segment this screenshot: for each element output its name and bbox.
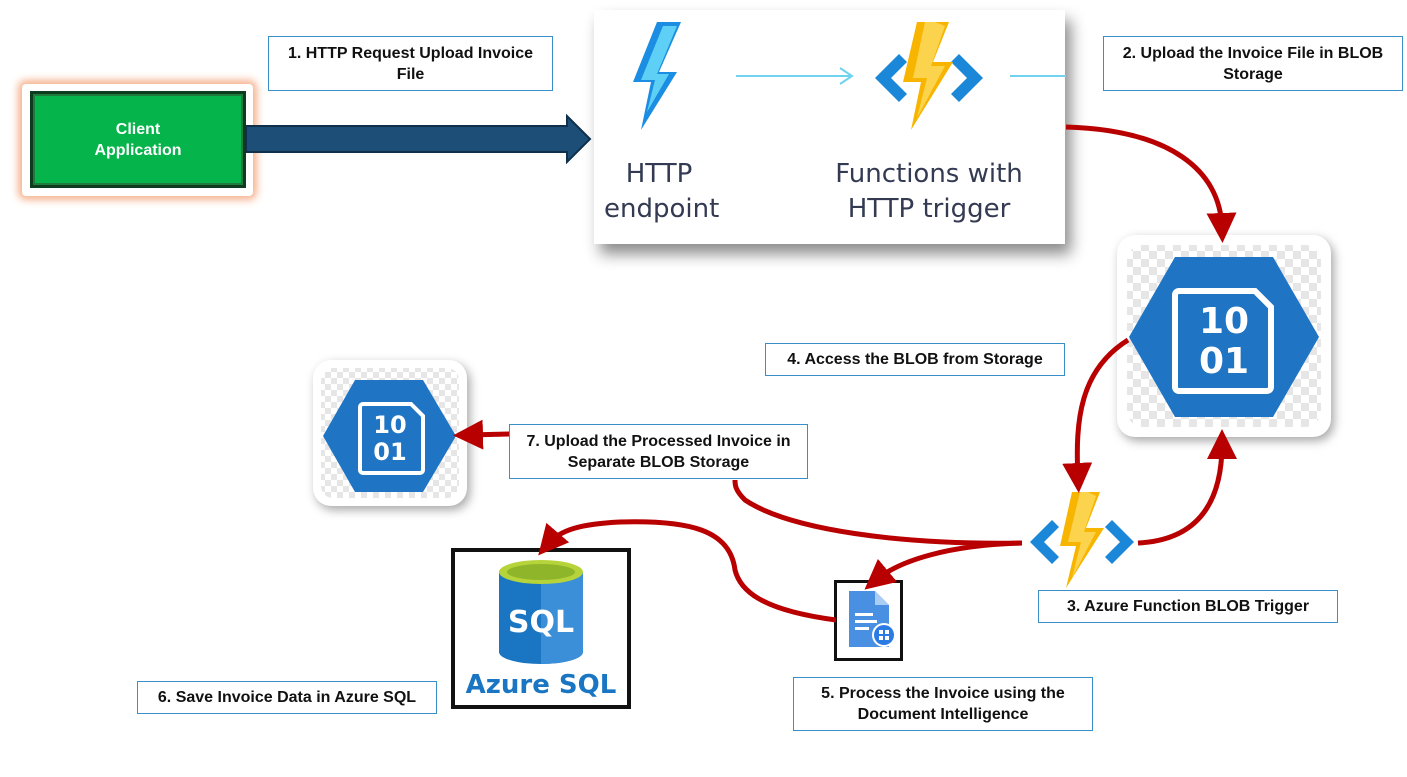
client-application-label: Client Application [30, 91, 246, 188]
blob-large-line1: 10 [1199, 301, 1249, 342]
processed-blob-storage-card: 10 01 [313, 360, 467, 506]
step5-label: 5. Process the Invoice using the Documen… [793, 677, 1093, 731]
blob-trigger-function-icon [1030, 492, 1134, 588]
blob-large-line2: 01 [1199, 341, 1249, 382]
blob-small-line1: 10 [373, 411, 406, 439]
blob-storage-icon: 10 01 [1127, 245, 1321, 427]
sql-badge-text: SQL [508, 605, 574, 640]
azure-sql-icon: SQL [499, 560, 583, 664]
processed-blob-storage-icon: 10 01 [321, 368, 459, 498]
blob-small-line2: 01 [373, 438, 406, 466]
http-endpoint-label: HTTP endpoint [604, 159, 720, 224]
azure-function-icon [875, 22, 983, 130]
function-to-blob-arrow [1137, 429, 1237, 546]
client-to-http-arrow [245, 113, 592, 165]
azure-sql-title: Azure SQL [465, 670, 617, 700]
upload-to-blob-arrow [1065, 124, 1237, 243]
document-intelligence-box [834, 580, 903, 661]
step4-label: 4. Access the BLOB from Storage [765, 343, 1065, 376]
panel-outgoing-line [1010, 75, 1066, 77]
function-to-label7-line [732, 479, 1023, 546]
step1-label: 1. HTTP Request Upload Invoice File [268, 36, 553, 91]
http-trigger-panel: HTTP endpoint Functions with HTTP trigge… [594, 10, 1066, 244]
step6-label: 6. Save Invoice Data in Azure SQL [137, 681, 437, 714]
step2-label: 2. Upload the Invoice File in BLOB Stora… [1103, 36, 1403, 91]
blob-storage-card: 10 01 [1117, 235, 1331, 437]
panel-connector-arrow [736, 67, 854, 85]
step7-label: 7. Upload the Processed Invoice in Separ… [509, 424, 808, 479]
http-endpoint-lightning-icon [633, 22, 681, 130]
step3-label: 3. Azure Function BLOB Trigger [1038, 590, 1338, 623]
functions-http-trigger-label: Functions with HTTP trigger [835, 159, 1023, 224]
label7-to-processed-blob-arrow [453, 419, 511, 450]
azure-sql-box: SQL Azure SQL [451, 548, 631, 709]
client-application-node: Client Application [22, 84, 253, 196]
document-intelligence-icon [849, 591, 896, 647]
function-to-docint-arrow [864, 540, 1023, 590]
